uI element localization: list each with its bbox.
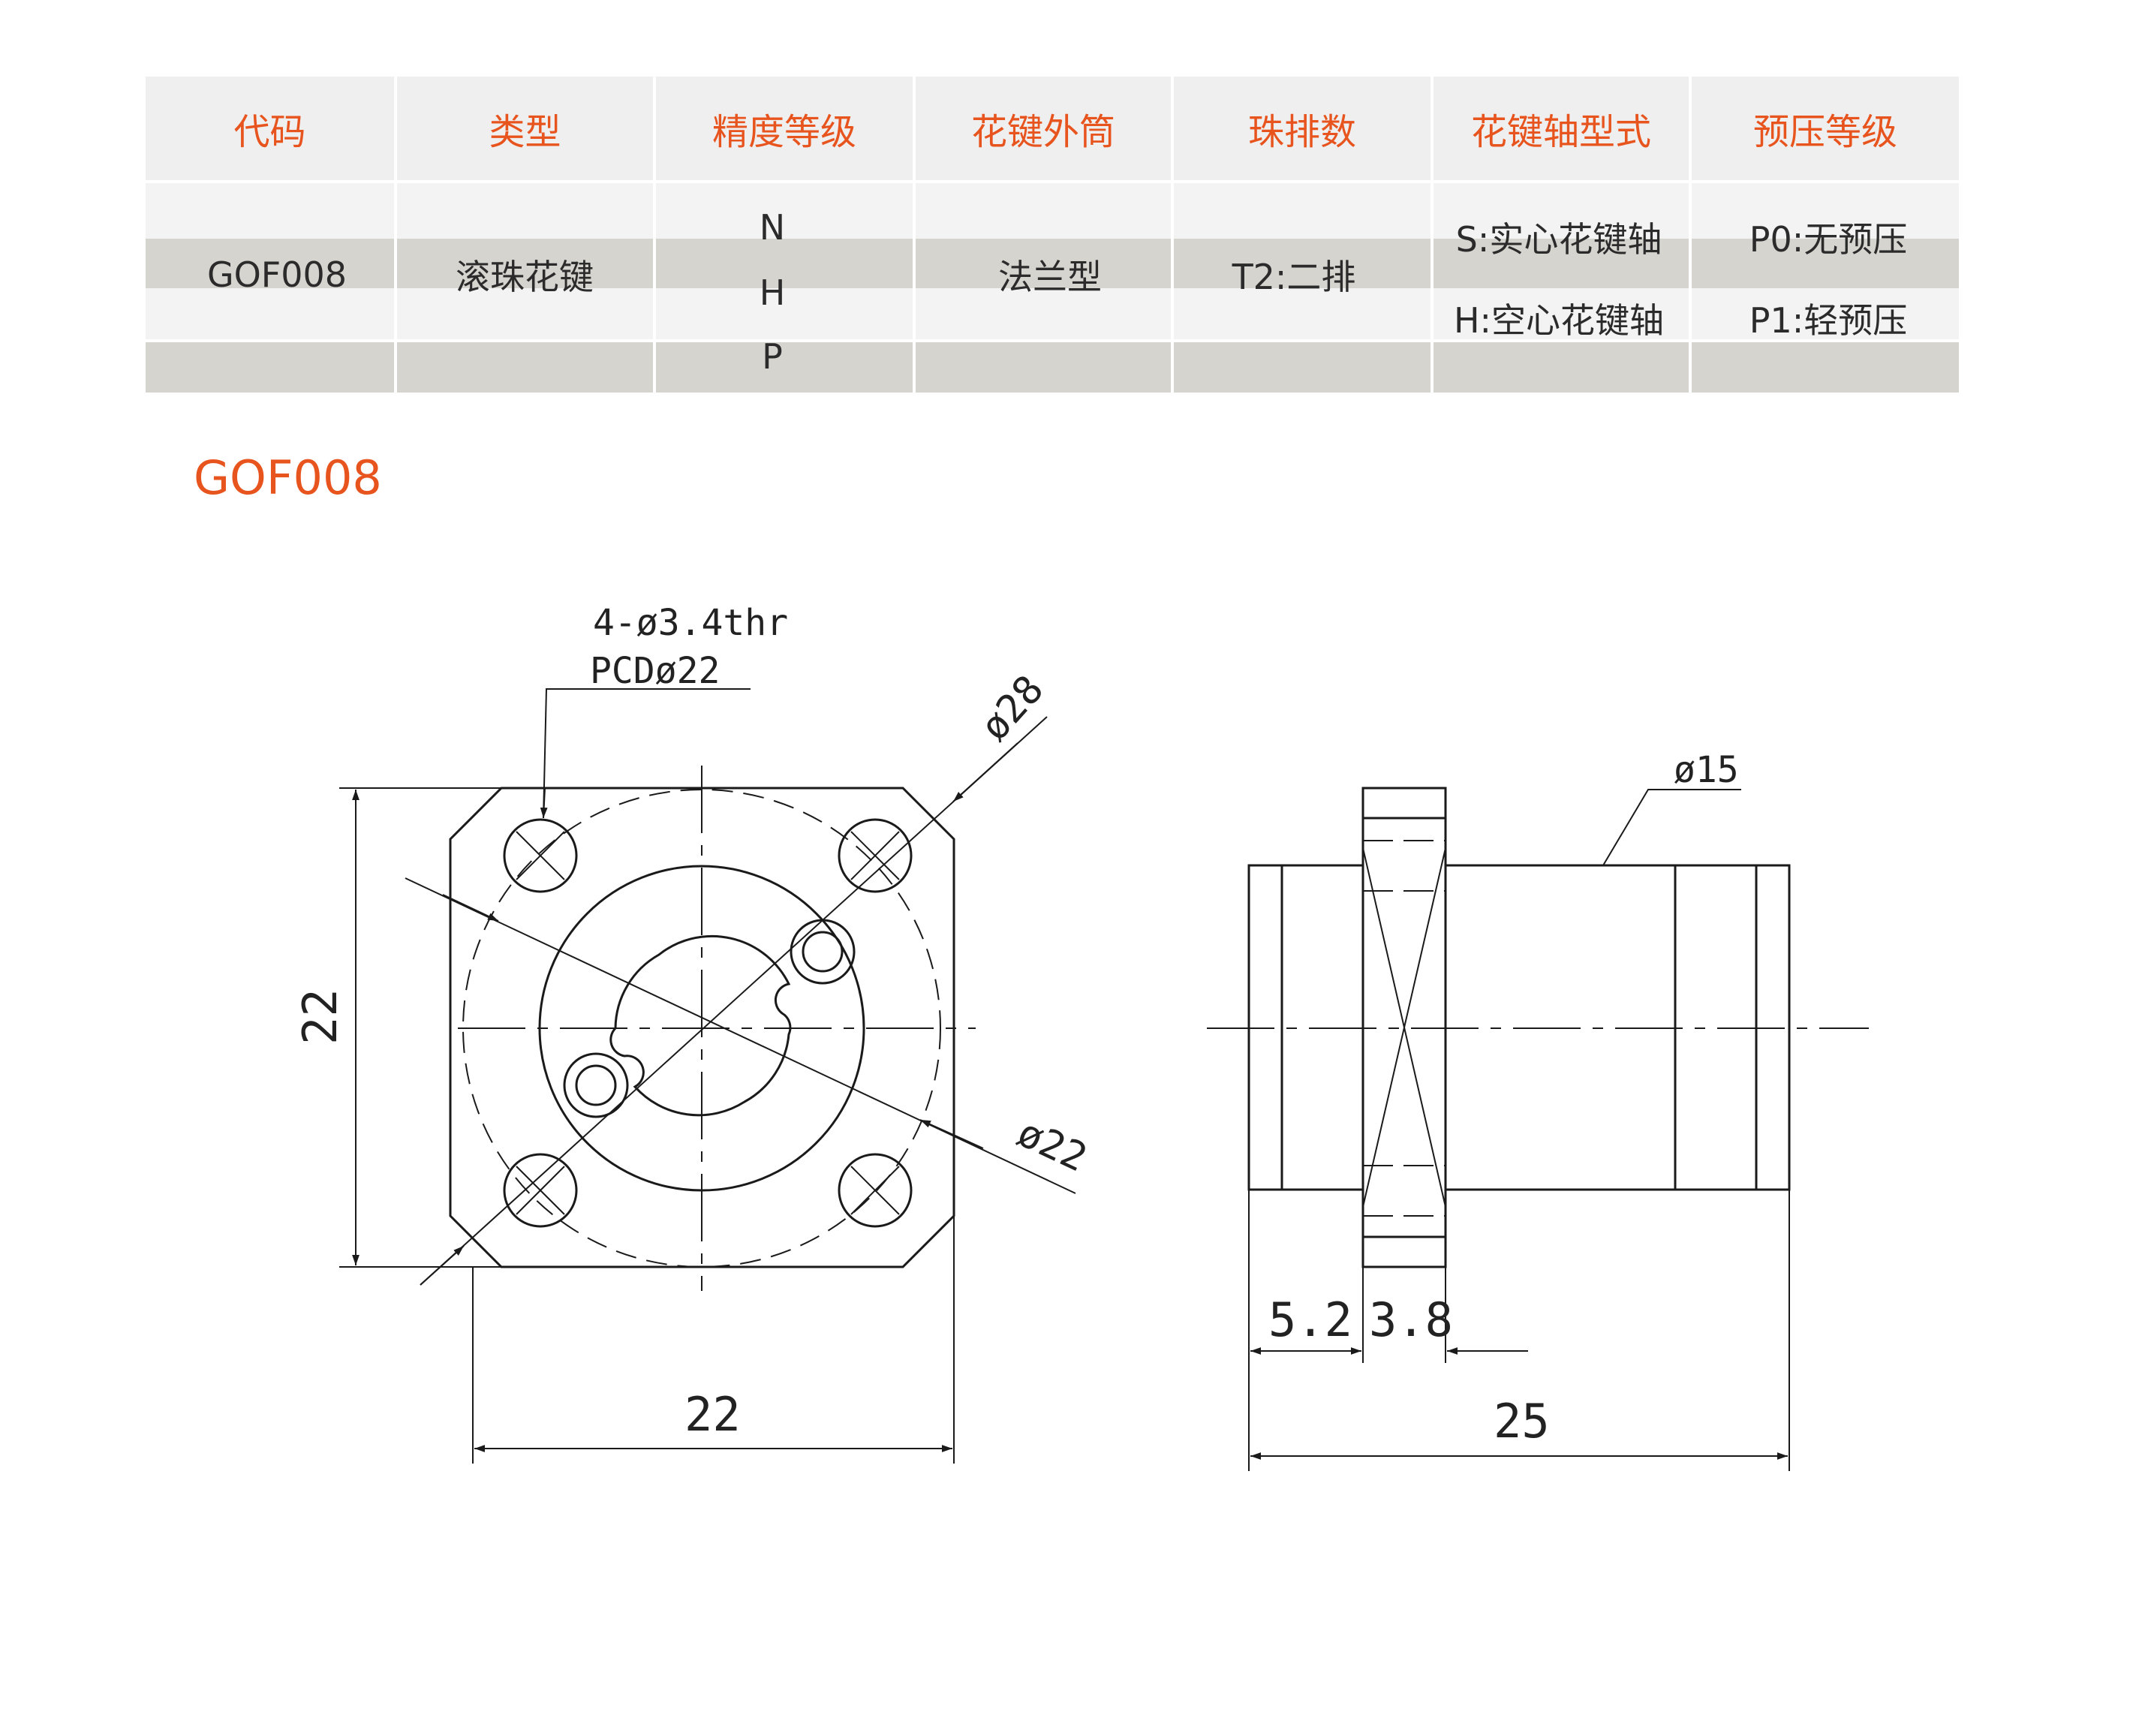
cell-code: GOF008	[206, 254, 347, 295]
header-type: 类型	[397, 77, 653, 180]
cell-precision-p: P	[762, 336, 783, 377]
header-shaft-type: 花键轴型式	[1434, 77, 1689, 180]
cell-type: 滚珠花键	[456, 257, 594, 297]
height-dimension-label: 22	[293, 988, 347, 1045]
arrow	[420, 1245, 465, 1286]
flange-cross-section	[1362, 847, 1446, 1208]
offset-dimension-label: 5.2	[1268, 1292, 1352, 1347]
flange-outline	[449, 787, 955, 1268]
cell-precision-h: H	[759, 272, 786, 313]
mounting-hole	[503, 818, 578, 893]
thickness-dimension-label: 3.8	[1369, 1292, 1453, 1347]
section-title: GOF008	[194, 450, 382, 505]
table-header-row: 代码 类型 精度等级 花键外筒 珠排数 花键轴型式 预压等级	[146, 77, 1959, 180]
hole-note-line1: 4-ø3.4thr	[593, 602, 788, 644]
flange-diameter-label: ø28	[972, 667, 1052, 750]
arrow	[540, 787, 548, 819]
width-dimension-label: 22	[684, 1387, 741, 1442]
arrow	[919, 1119, 984, 1149]
cell-shaft-hollow: H:空心花键轴	[1453, 300, 1665, 341]
column-divider	[1431, 77, 1434, 393]
cell-shaft-solid: S:实心花键轴	[1455, 219, 1662, 260]
cell-ball-rows: T2:二排	[1232, 257, 1356, 297]
pcd-dimension-line	[405, 877, 1076, 1194]
table-band	[146, 340, 1959, 393]
retainer-lobe	[563, 1052, 629, 1118]
hole-note-leader	[543, 688, 751, 819]
side-view	[1207, 787, 1869, 1471]
retainer-pin	[802, 931, 844, 973]
spec-table: 代码 类型 精度等级 花键外筒 珠排数 花键轴型式 预压等级 GOF008 滚珠…	[146, 77, 1959, 393]
column-divider	[1689, 77, 1692, 393]
body-circle	[538, 865, 865, 1192]
header-ball-rows: 珠排数	[1174, 77, 1431, 180]
retainer-pin	[575, 1064, 617, 1106]
column-divider	[1171, 77, 1174, 393]
arrow	[442, 894, 499, 922]
cell-precision-n: N	[759, 207, 786, 248]
column-divider	[394, 77, 397, 393]
table-band	[146, 239, 1959, 288]
mounting-hole	[503, 1153, 578, 1228]
front-view	[339, 688, 1076, 1464]
column-divider	[653, 77, 656, 393]
cell-preload-none: P0:无预压	[1749, 219, 1908, 260]
pcd-diameter-label: ø22	[1011, 1110, 1094, 1181]
table-band	[146, 183, 1959, 239]
header-precision: 精度等级	[656, 77, 913, 180]
mounting-hole	[838, 1153, 913, 1228]
mounting-hole	[838, 818, 913, 893]
hole-note-line2: PCDø22	[590, 650, 720, 692]
arrow	[952, 742, 1018, 802]
length-dimension-label: 25	[1494, 1394, 1550, 1449]
cell-outer-cylinder: 法兰型	[998, 257, 1102, 297]
header-outer-cylinder: 花键外筒	[916, 77, 1171, 180]
shaft-diameter-leader	[1602, 789, 1741, 866]
shaft-diameter-label: ø15	[1674, 749, 1739, 791]
right-end-cap	[1674, 864, 1791, 1191]
spline-bore	[609, 934, 792, 1117]
column-divider	[913, 77, 916, 393]
pcd-circle	[462, 789, 941, 1268]
cell-preload-light: P1:轻预压	[1749, 300, 1908, 341]
flange-diameter-dimension-line	[420, 716, 1048, 1286]
table-band	[146, 288, 1959, 340]
header-code: 代码	[146, 77, 394, 180]
table-row-divider	[146, 339, 1959, 342]
header-preload: 预压等级	[1692, 77, 1959, 180]
